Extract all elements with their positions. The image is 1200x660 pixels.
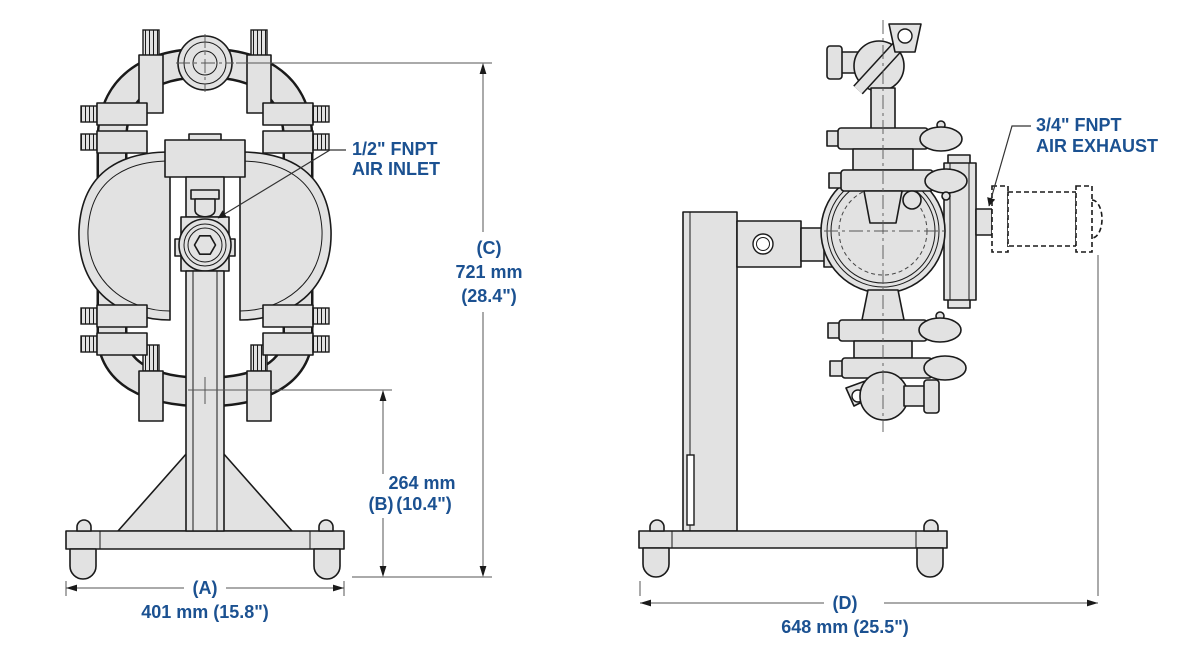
dimension-d: (D) 648 mm (25.5") [639, 255, 1099, 637]
side-clamps-right [262, 102, 330, 356]
dimension-a-label: (A) [193, 578, 218, 598]
dimension-c-inches: (28.4") [461, 286, 517, 306]
dimension-b: 264 mm (B) (10.4") [188, 377, 492, 578]
dimension-a: (A) 401 mm (15.8") [65, 578, 345, 622]
bottom-clamp-right [246, 344, 272, 422]
air-inlet-port [190, 189, 220, 218]
air-exhaust-label-line2: AIR EXHAUST [1036, 136, 1158, 156]
dimension-d-value: 648 mm (25.5") [781, 617, 909, 637]
side-clamps-left [80, 102, 148, 356]
center-body [164, 133, 246, 532]
bottom-port-assembly [827, 289, 967, 421]
muffler [975, 185, 1103, 253]
discharge-port [176, 34, 234, 92]
top-clamp-left [138, 29, 164, 114]
pump-stand-side [638, 519, 948, 578]
air-exhaust-label-line1: 3/4" FNPT [1036, 115, 1122, 135]
air-valve [174, 216, 236, 272]
dimension-b-mm: 264 mm [388, 473, 455, 493]
dimension-c: (C) 721 mm (28.4") [236, 62, 523, 577]
front-view [65, 29, 345, 580]
left-chamber [78, 151, 171, 321]
dimension-d-label: (D) [833, 593, 858, 613]
top-clamp-right [246, 29, 272, 114]
dimension-c-mm: 721 mm [455, 262, 522, 282]
air-inlet-callout: 1/2" FNPT AIR INLET [217, 139, 440, 219]
dimension-b-label: (B) [369, 494, 394, 514]
stand-post-side [682, 211, 738, 532]
dimension-b-inches: (10.4") [396, 494, 452, 514]
dimension-c-label: (C) [477, 238, 502, 258]
air-exhaust-callout: 3/4" FNPT AIR EXHAUST [987, 115, 1158, 207]
dimension-a-value: 401 mm (15.8") [141, 602, 269, 622]
bottom-clamp-left [138, 344, 164, 422]
air-inlet-label-line2: AIR INLET [352, 159, 440, 179]
air-inlet-label-line1: 1/2" FNPT [352, 139, 438, 159]
side-view [638, 20, 1103, 578]
pump-stand-front [65, 452, 345, 580]
